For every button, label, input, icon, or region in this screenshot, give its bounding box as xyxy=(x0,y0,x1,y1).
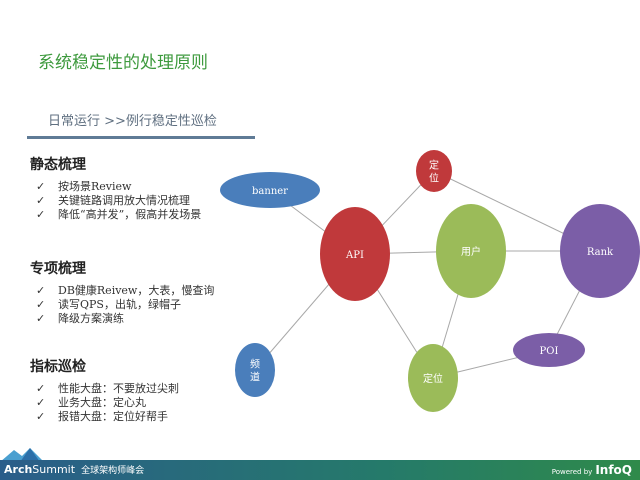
node-label: POI xyxy=(540,346,559,357)
list-item: ✓性能大盘：不要放过尖刺 xyxy=(30,382,179,396)
node-label: 用户 xyxy=(461,245,481,258)
node-label: 位 xyxy=(429,172,439,185)
node-label: 道 xyxy=(250,371,260,384)
check-icon: ✓ xyxy=(36,312,46,325)
node-label: banner xyxy=(252,186,288,197)
slide-subtitle: 日常运行 >>例行稳定性巡检 xyxy=(48,114,217,129)
node-label: 频 xyxy=(250,358,260,371)
check-icon: ✓ xyxy=(36,208,46,221)
check-icon: ✓ xyxy=(36,410,46,423)
list-item: ✓报错大盘：定位好帮手 xyxy=(30,410,179,424)
subtitle-underline xyxy=(27,136,255,139)
node-shape xyxy=(560,204,640,298)
section-metric-inspection: 指标巡检 ✓性能大盘：不要放过尖刺 ✓业务大盘：定心丸 ✓报错大盘：定位好帮手 xyxy=(30,356,179,424)
archsummit-mountain-logo xyxy=(0,448,44,462)
section-heading: 静态梳理 xyxy=(30,157,86,173)
node-label: API xyxy=(345,250,364,261)
footer-bar xyxy=(0,460,640,480)
check-icon: ✓ xyxy=(36,396,46,409)
node-label: 定位 xyxy=(423,372,443,385)
node-label: Rank xyxy=(587,247,614,258)
section-special-review: 专项梳理 ✓DB健康Reivew，大表，慢查询 ✓读写QPS，出轨，绿帽子 ✓降… xyxy=(30,258,214,326)
node-label: 定 xyxy=(429,159,439,172)
section-static-review: 静态梳理 ✓按场景Review ✓关键链路调用放大情况梳理 ✓降低“高并发”，假… xyxy=(30,154,201,222)
node-loc_top: 定位 xyxy=(416,150,452,192)
node-user: 用户 xyxy=(436,204,506,298)
list-item: ✓按场景Review xyxy=(30,180,201,194)
list-item: ✓降低“高并发”，假高并发场景 xyxy=(30,208,201,222)
node-shape xyxy=(320,207,390,301)
list-item: ✓降级方案演练 xyxy=(30,312,214,326)
check-icon: ✓ xyxy=(36,298,46,311)
node-rank: Rank xyxy=(560,204,640,298)
check-icon: ✓ xyxy=(36,194,46,207)
node-shape xyxy=(436,204,506,298)
check-icon: ✓ xyxy=(36,284,46,297)
section-heading: 指标巡检 xyxy=(30,359,86,375)
list-item: ✓DB健康Reivew，大表，慢查询 xyxy=(30,284,214,298)
node-banner: banner xyxy=(220,172,320,208)
node-shape xyxy=(416,150,452,192)
check-icon: ✓ xyxy=(36,382,46,395)
node-shape xyxy=(220,172,320,208)
list-item: ✓关键链路调用放大情况梳理 xyxy=(30,194,201,208)
section-heading: 专项梳理 xyxy=(30,261,86,277)
node-shape xyxy=(235,343,275,397)
node-api: API xyxy=(320,207,390,301)
node-loc_bottom: 定位 xyxy=(408,344,458,412)
list-item: ✓读写QPS，出轨，绿帽子 xyxy=(30,298,214,312)
node-shape xyxy=(513,333,585,367)
slide-title: 系统稳定性的处理原则 xyxy=(38,53,208,73)
node-poi: POI xyxy=(513,333,585,367)
node-shape xyxy=(408,344,458,412)
list-item: ✓业务大盘：定心丸 xyxy=(30,396,179,410)
node-channel: 频道 xyxy=(235,343,275,397)
check-icon: ✓ xyxy=(36,180,46,193)
